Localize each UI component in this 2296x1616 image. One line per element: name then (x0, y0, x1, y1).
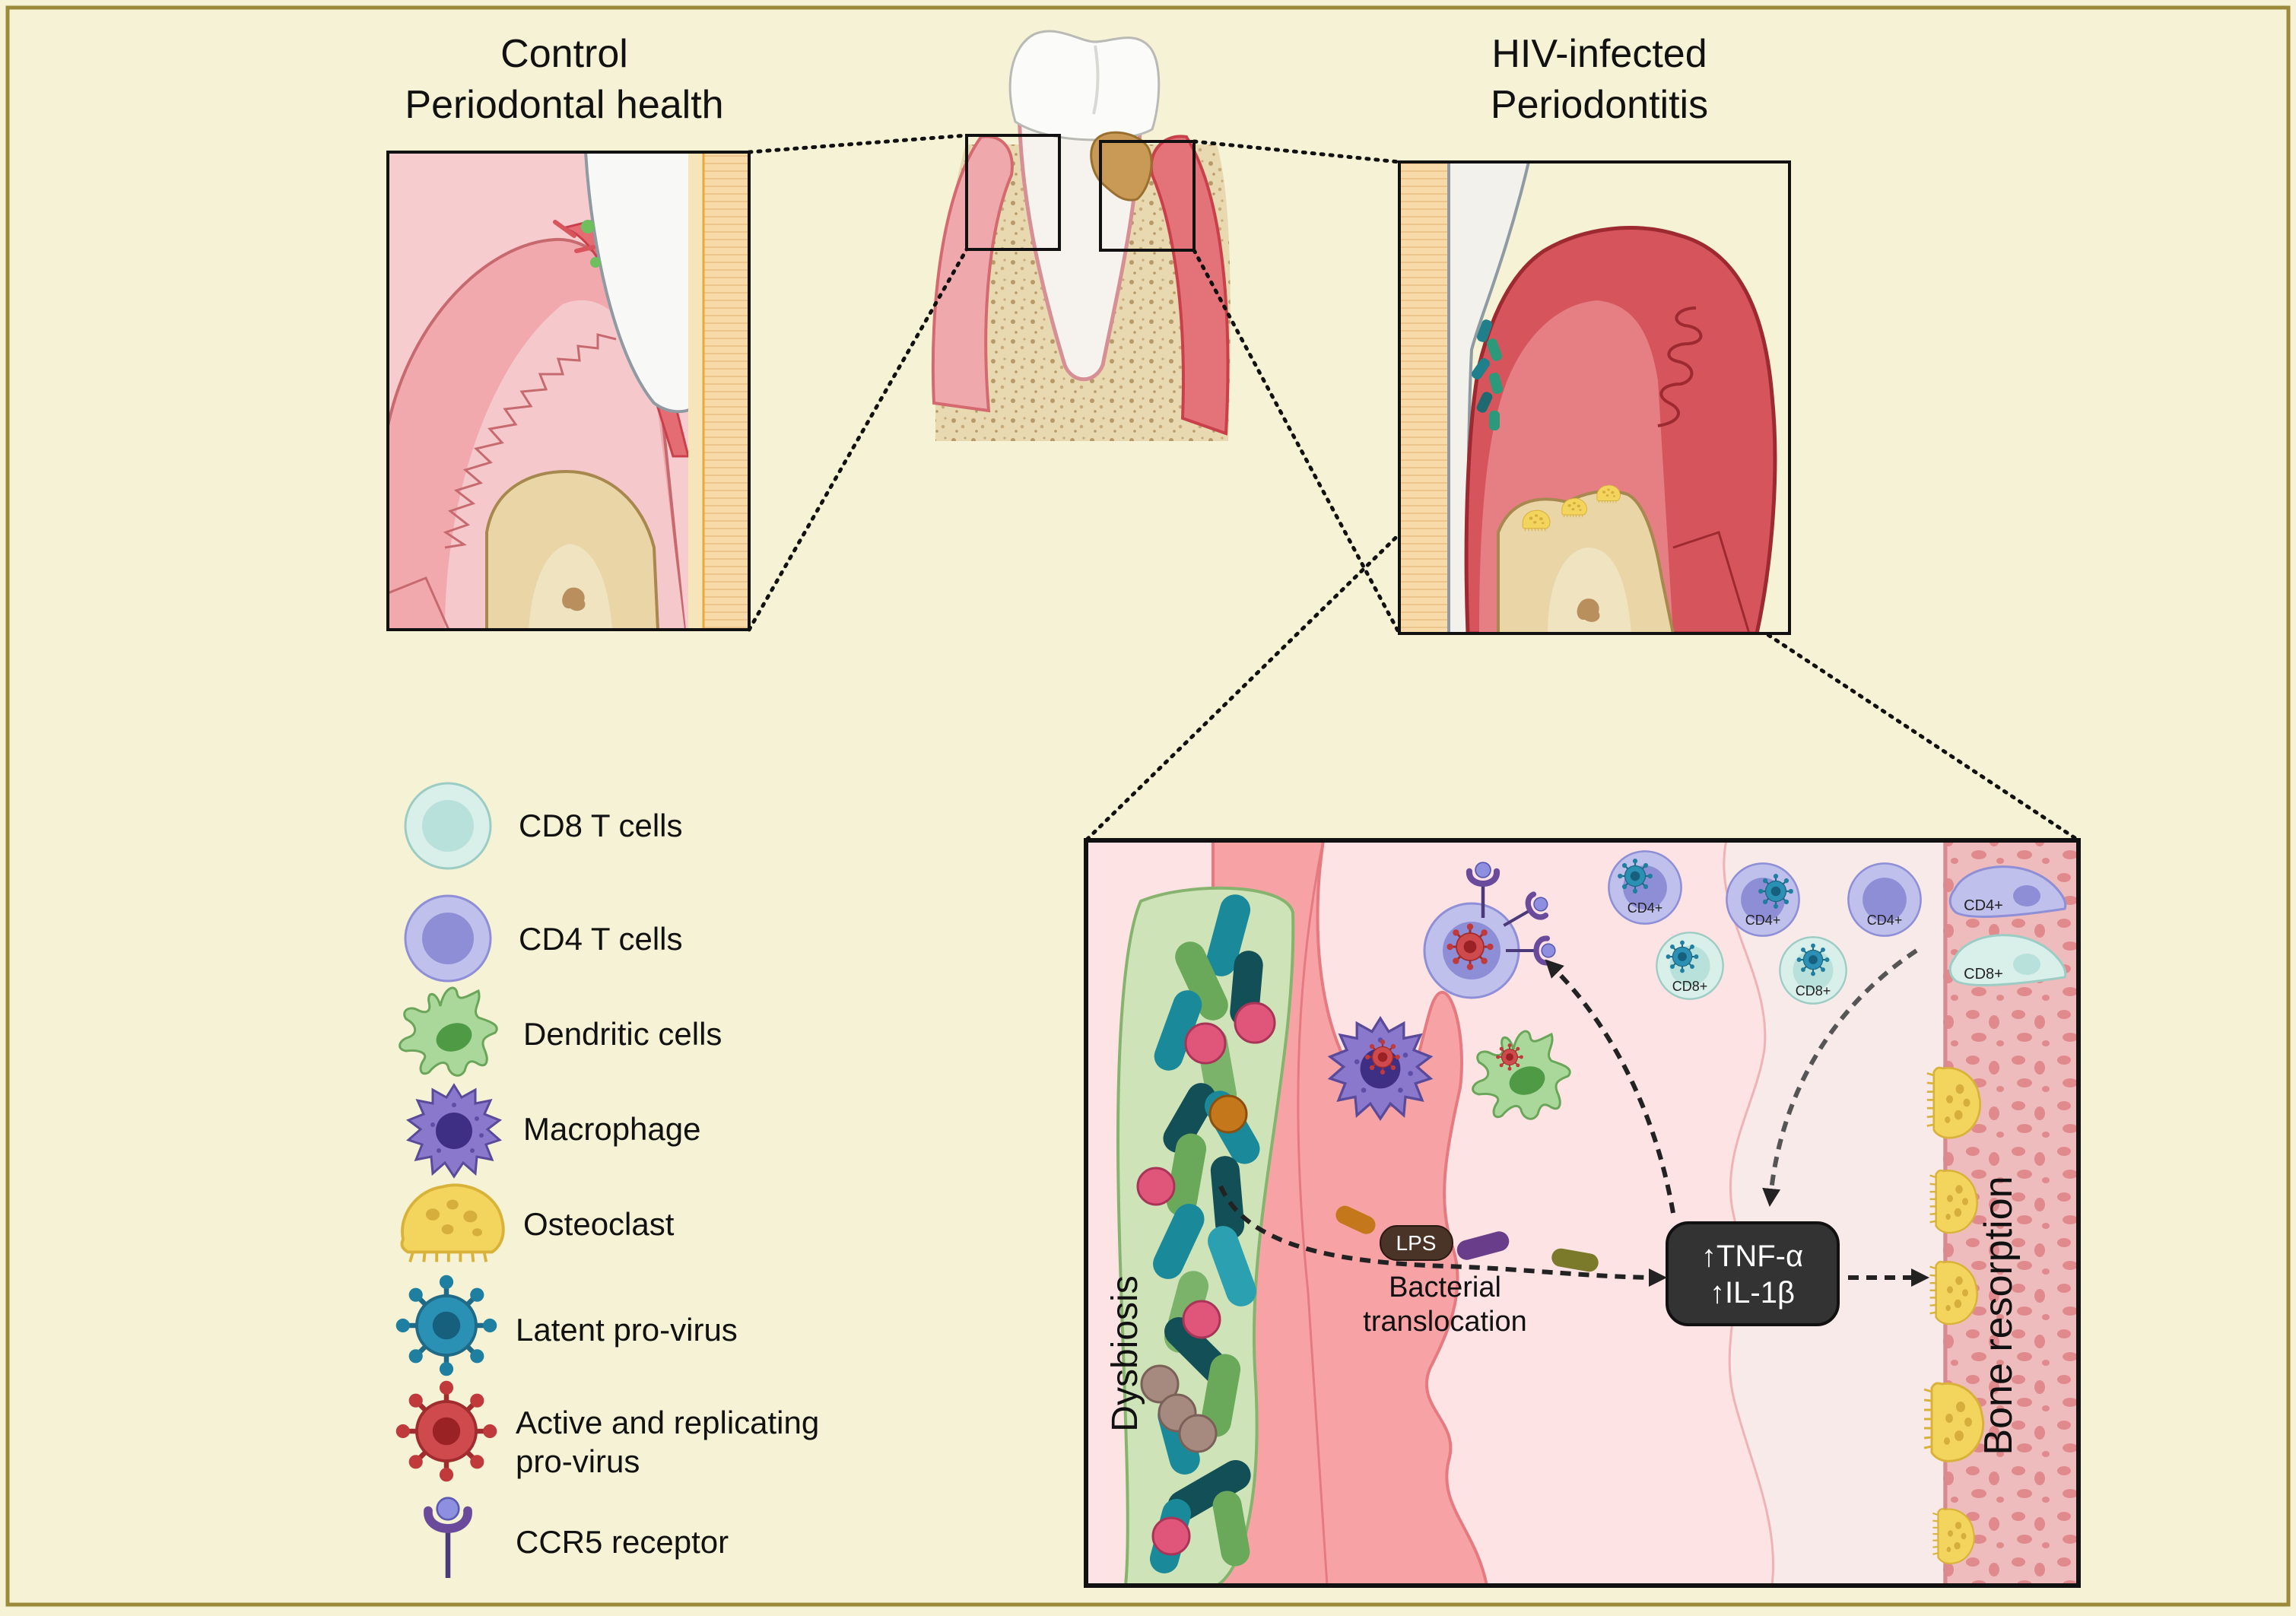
legend-item-ccr5: CCR5 receptor (428, 1498, 729, 1578)
migrating-cd4-cell: CD4+ (1948, 865, 2067, 918)
control-panel (386, 151, 751, 631)
hiv-panel (1398, 160, 1791, 635)
legend-label-active-virus-line2: pro-virus (516, 1443, 640, 1479)
translocation-label-line1: Bacterial (1389, 1272, 1501, 1303)
zoom-box-hiv (1099, 140, 1196, 252)
lps-label: LPS (1396, 1231, 1437, 1255)
cd4-cell-1: CD4+ (1608, 850, 1682, 925)
cd8-cell-2: CD8+ (1779, 936, 1847, 1005)
control-title: Control Periodontal health (405, 32, 723, 127)
legend-label-dendritic: Dendritic cells (523, 1016, 722, 1052)
cytokine-box: ↑TNF-α ↑IL-1β (1666, 1221, 1840, 1326)
legend-item-macrophage: Macrophage (407, 1084, 700, 1178)
zoom-box-control (965, 134, 1061, 251)
legend-item-cd8: CD8 T cells (404, 782, 683, 870)
legend-item-osteoclast: Osteoclast (400, 1183, 675, 1264)
lps-badge: LPS (1380, 1225, 1453, 1261)
legend-label-osteoclast: Osteoclast (523, 1206, 675, 1242)
migrating-cd8-cell: CD8+ (1948, 934, 2067, 986)
il-1beta-label: ↑IL-1β (1710, 1276, 1795, 1310)
infected-cd4-cell (1423, 862, 1555, 999)
legend-label-cd4: CD4 T cells (519, 921, 683, 957)
cd4-cell-label: CD4+ (1628, 900, 1663, 916)
legend: CD8 T cells CD4 T cells Dendritic cells … (396, 782, 819, 1578)
cd8-cell-1: CD8+ (1656, 932, 1724, 1000)
legend-label-ccr5: CCR5 receptor (516, 1524, 729, 1560)
translocation-label-line2: translocation (1363, 1306, 1526, 1338)
cd4-cell-label: CD4+ (1745, 913, 1781, 928)
active-virus-in-dendritic (1495, 1043, 1524, 1072)
translocating-bacterium (1551, 1248, 1599, 1272)
translocating-bacterium (1335, 1205, 1376, 1234)
control-title-line1: Control (500, 32, 628, 76)
process-arrows (1218, 948, 1929, 1287)
central-tooth-illustration (931, 30, 1231, 441)
bone-resorption-label: Bone resorption (1977, 1176, 2021, 1455)
active-provirus-icon (396, 1381, 497, 1482)
migrating-cd8-label: CD8+ (1964, 966, 2003, 983)
cd4-t-cell-icon (404, 894, 492, 983)
cd4-cell-3: CD4+ (1847, 862, 1922, 937)
hiv-title-line1: HIV-infected (1491, 32, 1707, 76)
cd4-cell-label: CD4+ (1867, 913, 1903, 928)
active-virus-in-macrophage (1364, 1038, 1402, 1076)
cd8-cell-label: CD8+ (1672, 979, 1708, 994)
dysbiosis-label: Dysbiosis (1105, 1275, 1145, 1431)
latent-provirus-icon (396, 1275, 497, 1376)
tnf-alpha-label: ↑TNF-α (1701, 1240, 1803, 1273)
legend-item-cd4: CD4 T cells (404, 894, 683, 983)
detail-panel: Dysbiosis CD4+ (1084, 838, 2081, 1588)
legend-item-latent-virus: Latent pro-virus (396, 1275, 738, 1376)
legend-label-cd8: CD8 T cells (519, 808, 683, 843)
translocating-bacterium (1456, 1231, 1510, 1260)
hiv-title-line2: Periodontitis (1491, 83, 1708, 127)
control-title-line2: Periodontal health (405, 83, 723, 127)
migrating-cd4-label: CD4+ (1964, 897, 2003, 914)
cd8-t-cell-icon (404, 782, 492, 870)
legend-label-macrophage: Macrophage (523, 1111, 700, 1147)
cd4-cell-2: CD4+ (1726, 862, 1800, 937)
legend-item-dendritic: Dendritic cells (399, 986, 722, 1077)
cd8-cell-label: CD8+ (1796, 983, 1831, 998)
legend-label-active-virus-line1: Active and replicating (516, 1405, 819, 1440)
legend-item-active-virus: Active and replicating pro-virus (396, 1381, 819, 1482)
hiv-title: HIV-infected Periodontitis (1491, 32, 1708, 127)
legend-label-latent-virus: Latent pro-virus (516, 1312, 738, 1348)
